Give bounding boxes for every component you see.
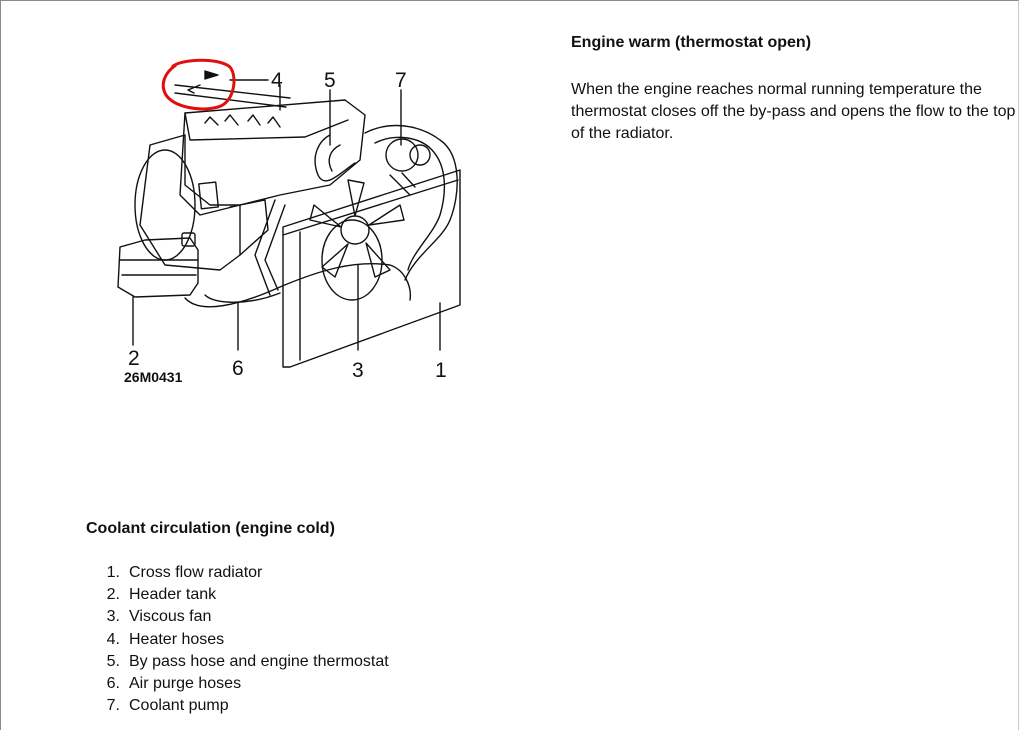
header-tank-lid [119, 259, 199, 276]
coolant-pump-outlet [389, 172, 416, 196]
list-item-label: By pass hose and engine thermostat [129, 652, 389, 670]
viscous-fan-blades [309, 179, 405, 278]
list-item-label: Cross flow radiator [129, 564, 263, 581]
list-item-label: Header tank [129, 586, 217, 604]
list-item: 1. Cross flow radiator [86, 562, 389, 584]
list-item-number: 1. [106, 564, 120, 581]
figure-id: 26M0431 [124, 369, 183, 385]
callout-2: 2 [128, 347, 140, 370]
engine-lower-block [139, 134, 241, 271]
list-item-number: 6. [106, 674, 120, 692]
list-item: 6. Air purge hoses [86, 673, 389, 695]
engine-head [184, 112, 349, 141]
radiator [282, 169, 461, 368]
list-item-label: Heater hoses [129, 630, 225, 648]
list-item-number: 5. [106, 652, 120, 670]
list-item-number: 7. [106, 697, 120, 715]
callout-7: 7 [395, 69, 407, 92]
list-item-number: 4. [106, 630, 120, 648]
radiator-core-top [282, 179, 459, 236]
flow-arrow-top [204, 70, 219, 80]
engine-valve-cover [204, 114, 281, 128]
engine-window [198, 181, 220, 210]
engine-warm-description: When the engine reaches normal running t… [571, 81, 1016, 142]
engine-warm-heading: Engine warm (thermostat open) [571, 34, 812, 51]
top-radiator-hose [364, 124, 458, 281]
bypass-hose [314, 134, 356, 182]
callout-1: 1 [435, 359, 447, 382]
list-item-label: Air purge hoses [129, 674, 242, 692]
coolant-pump [385, 138, 419, 172]
bottom-hose [184, 263, 412, 308]
engine-flywheel [134, 149, 196, 261]
list-item-number: 2. [106, 586, 120, 604]
list-item: 4. Heater hoses [86, 629, 389, 651]
parts-list: 1. Cross flow radiator 2. Header tank 3. Vi… [86, 562, 389, 717]
engine-block [179, 99, 366, 216]
list-item-number: 3. [106, 608, 120, 626]
callout-4: 4 [271, 69, 283, 92]
callout-3: 3 [352, 359, 364, 382]
coolant-pump-pulley [409, 144, 431, 166]
coolant-circulation-heading: Coolant circulation (engine cold) [86, 520, 335, 537]
list-item-label: Coolant pump [129, 697, 229, 715]
list-item: 5. By pass hose and engine thermostat [86, 651, 389, 673]
list-item: 7. Coolant pump [86, 695, 389, 717]
lower-return-hose [204, 292, 281, 303]
flow-arrow-small [187, 84, 201, 94]
top-radiator-hose-inner [374, 136, 446, 271]
fan-shroud [321, 219, 383, 301]
list-item-label: Viscous fan [129, 608, 212, 626]
list-item: 3. Viscous fan [86, 606, 389, 628]
coolant-system-diagram: 1 2 3 4 5 6 7 26M0431 [117, 58, 461, 385]
header-tank [117, 237, 199, 298]
callout-5: 5 [324, 69, 336, 92]
annotation-circle [161, 58, 236, 111]
callout-6: 6 [232, 357, 244, 380]
header-tank-cap [181, 232, 196, 247]
air-purge-hose [254, 199, 286, 296]
engine-side-detail [229, 199, 269, 256]
list-item: 2. Header tank [86, 584, 389, 606]
cropped-header-text: — · · · — · [571, 0, 623, 4]
